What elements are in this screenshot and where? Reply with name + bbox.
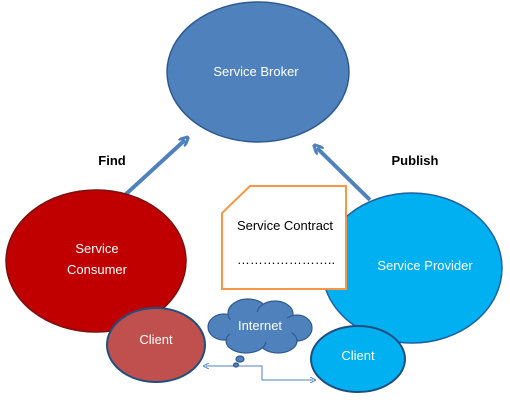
internet-label: Internet xyxy=(238,318,282,333)
client-connector xyxy=(206,366,313,380)
consumer-client-label: Client xyxy=(139,332,173,347)
publish-edge: Publish xyxy=(317,148,439,202)
publish-label: Publish xyxy=(392,153,439,168)
find-arrow xyxy=(123,140,185,197)
service-broker-label: Service Broker xyxy=(213,64,299,79)
service-contract-body: ………………….. xyxy=(237,252,335,267)
publish-arrow xyxy=(317,148,372,202)
consumer-client-node: Client xyxy=(106,307,206,383)
service-provider-node: Service Provider xyxy=(321,192,503,344)
service-consumer-label-line2: Consumer xyxy=(67,262,128,277)
provider-client-node: Client xyxy=(310,325,406,393)
internet-cloud-node: Internet xyxy=(207,298,313,368)
service-provider-label: Service Provider xyxy=(377,258,473,273)
find-edge: Find xyxy=(98,140,185,197)
find-label: Find xyxy=(98,153,125,168)
cloud-icon xyxy=(207,298,313,368)
service-contract-document: Service Contract ………………….. xyxy=(221,185,347,290)
service-broker-node: Service Broker xyxy=(166,1,350,143)
service-consumer-label-line1: Service xyxy=(75,241,118,256)
service-consumer-node: Service Consumer xyxy=(5,189,187,333)
provider-client-label: Client xyxy=(341,348,375,363)
service-contract-title: Service Contract xyxy=(237,218,333,233)
